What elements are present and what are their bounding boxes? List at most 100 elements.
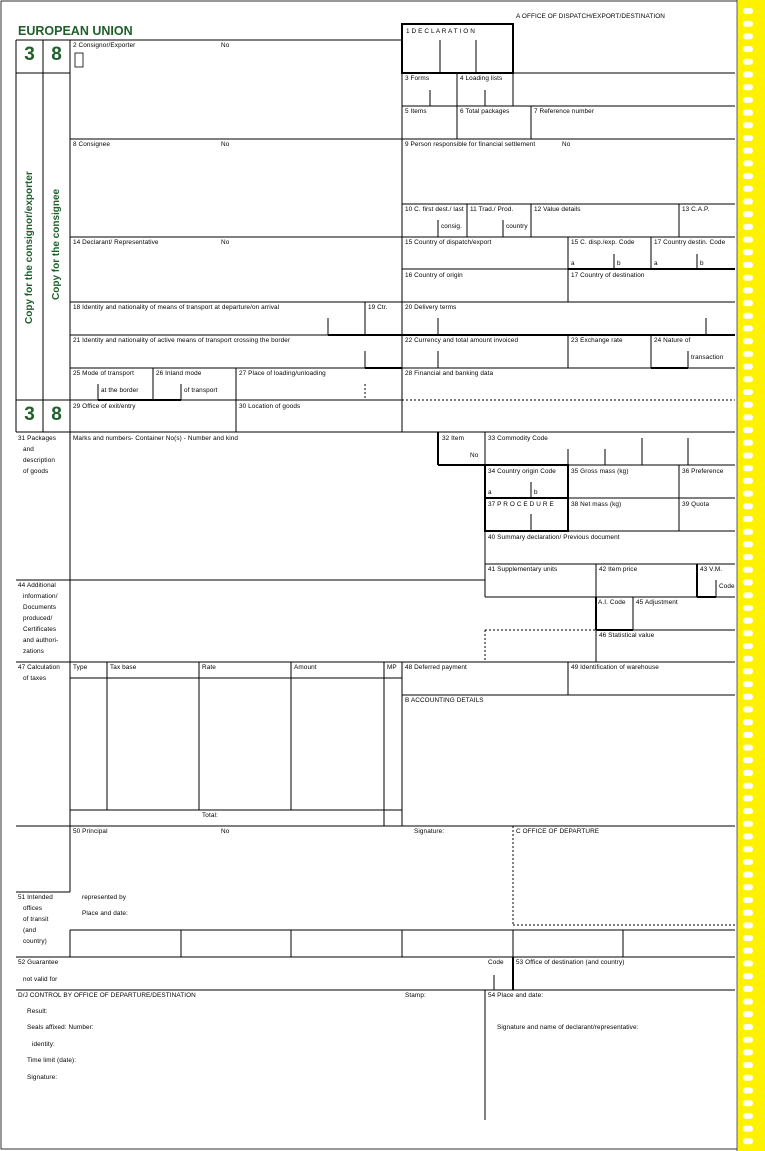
feed-hole [743,731,753,738]
box-51-line-3: of transit [23,916,49,923]
box-25-label: 25 Mode of transport [73,370,134,377]
box-50-label: 50 Principal [73,828,108,835]
copy-label-consignor: Copy for the consignor/exporter [24,171,35,324]
box-42-label: 42 Item price [599,566,638,573]
box-17-label: 17 Country of destination [571,272,645,279]
feed-hole [743,909,753,916]
box-21-label: 21 Identity and nationality of active me… [73,337,291,344]
feed-hole [743,350,753,357]
box-43-code: Code [719,583,735,590]
tax-rate-header: Rate [202,664,216,671]
feed-hole [743,1100,753,1107]
feed-hole [743,668,753,675]
feed-hole [743,477,753,484]
box-17a-b: b [700,260,704,267]
box-46-label: 46 Statistical value [599,632,655,639]
box-c-label: C OFFICE OF DEPARTURE [516,828,600,835]
feed-hole [743,503,753,510]
box-dj-label: D/J CONTROL BY OFFICE OF DEPARTURE/DESTI… [18,992,196,999]
feed-hole [743,528,753,535]
feed-hole [743,681,753,688]
box-2-no: No [221,42,230,49]
feed-hole [743,198,753,205]
box-34-label: 34 Country origin Code [488,468,556,475]
box-37-label: 37 P R O C E D U R E [488,501,554,508]
feed-hole [743,376,753,383]
feed-hole [743,1125,753,1132]
feed-hole [743,1036,753,1043]
box-40-label: 40 Summary declaration/ Previous documen… [488,534,620,541]
box-dj-stamp: Stamp: [405,992,426,999]
dj-result: Result: [27,1008,48,1015]
box-16-label: 16 Country of origin [405,272,463,279]
box-8-no: No [221,141,230,148]
feed-hole [743,58,753,65]
box-45-label: 45 Adjustment [636,599,678,606]
feed-hole [743,312,753,319]
box-44-line-3: Documents [23,604,57,611]
feed-hole [743,223,753,230]
box-51-line-2: offices [23,905,43,912]
box-31-line-2: and [23,446,34,453]
box-34-b: b [534,489,538,496]
box-33-label: 33 Commodity Code [488,435,548,442]
feed-hole [743,1049,753,1056]
feed-hole [743,249,753,256]
feed-hole [743,300,753,307]
tax-amount-header: Amount [294,664,317,671]
feed-hole [743,414,753,421]
box-15a-b: b [617,260,621,267]
box-44-line-7: zations [23,648,44,655]
feed-hole [743,211,753,218]
box-31-line-4: of goods [23,468,49,475]
box-38-label: 38 Net mass (kg) [571,501,622,508]
box-8-label: 8 Consignee [73,141,110,148]
tax-total-label: Total: [202,812,218,819]
feed-hole [743,820,753,827]
feed-hole [743,274,753,281]
box-13-label: 13 C.A.P. [682,206,710,213]
box-24-sub: transaction [691,354,724,361]
feed-hole [743,554,753,561]
feed-hole [743,20,753,27]
feed-hole [743,46,753,53]
box-1-label: 1 D E C L A R A T I O N [406,28,475,35]
dj-identity: identity: [32,1041,55,1048]
feed-hole [743,960,753,967]
feed-hole [743,693,753,700]
feed-hole [743,985,753,992]
box-52-code: Code [488,959,504,966]
box-11-sub: country [506,223,528,230]
feed-hole [743,833,753,840]
box-44-line-4: produced/ [23,615,53,622]
feed-hole [743,185,753,192]
box-a-label: A OFFICE OF DISPATCH/EXPORT/DESTINATION [516,13,666,20]
feed-hole [743,427,753,434]
box-50-no: No [221,828,230,835]
dj-signature: Signature: [27,1074,58,1081]
feed-hole [743,147,753,154]
box-44-line-2: information/ [23,593,58,600]
form-title: EUROPEAN UNION [18,24,133,38]
feed-hole [743,33,753,40]
box-29-label: 29 Office of exit/entry [73,403,136,410]
box-47-line-2: of taxes [23,675,47,682]
feed-hole [743,1112,753,1119]
box-9-no: No [562,141,571,148]
box-50-signature: Signature: [414,828,445,835]
feed-hole [743,363,753,370]
feed-hole [743,1087,753,1094]
feed-hole [743,401,753,408]
feed-hole [743,592,753,599]
box-48-label: 48 Deferred payment [405,664,467,671]
box-9-label: 9 Person responsible for financial settl… [405,141,536,148]
box-25-sub: at the border [101,387,139,394]
feed-hole [743,871,753,878]
feed-hole [743,1011,753,1018]
box-44-ai-code: A.I. Code [598,599,626,606]
tax-mp-header: MP [387,664,397,671]
box-39-label: 39 Quota [682,501,710,508]
feed-hole [743,262,753,268]
feed-hole [743,973,753,980]
feed-hole [743,744,753,751]
